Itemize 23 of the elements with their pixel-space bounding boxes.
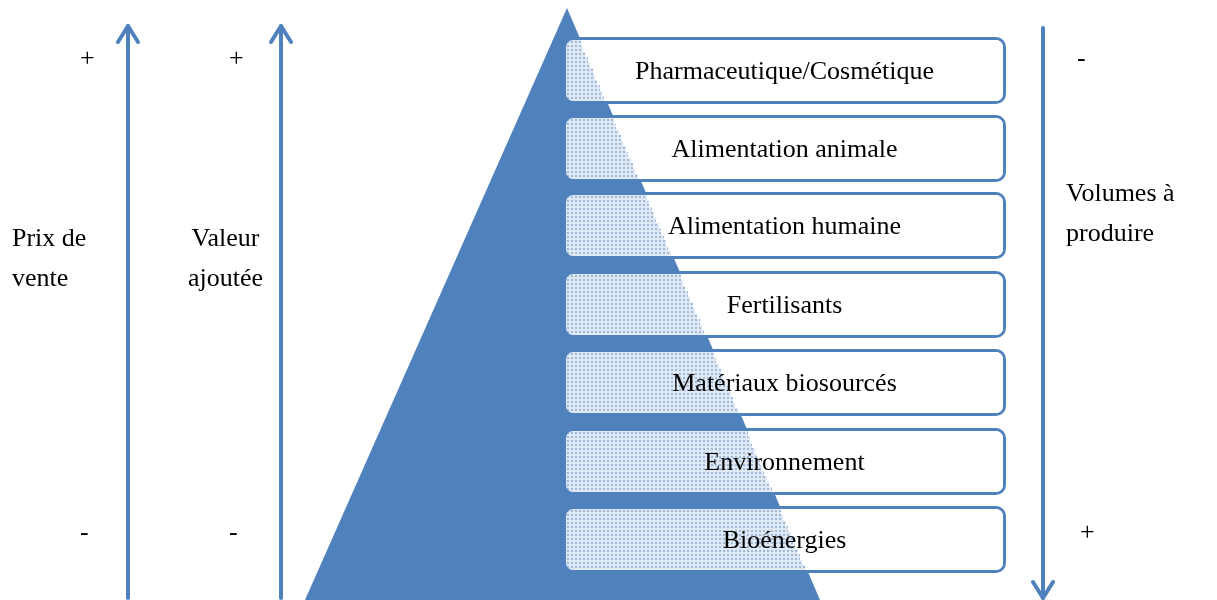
category-box	[563, 37, 1006, 104]
category-box	[563, 506, 1006, 573]
scale-sign: -	[229, 516, 238, 548]
scale-sign: -	[1077, 42, 1086, 74]
category-box	[563, 192, 1006, 259]
scale-sign: +	[1080, 516, 1095, 548]
category-label: Alimentation humaine	[667, 210, 902, 241]
axis-label: Volumes à produire	[1066, 177, 1176, 250]
category-label: Fertilisants	[726, 289, 843, 320]
category-box	[563, 349, 1006, 416]
category-label: Pharmaceutique/Cosmétique	[635, 55, 934, 86]
category-box	[563, 115, 1006, 182]
category-label: Environnement	[704, 446, 865, 477]
category-label: Alimentation animale	[671, 133, 898, 164]
scale-sign: +	[80, 42, 95, 74]
category-box	[563, 271, 1006, 338]
category-label: Matériaux biosourcés	[672, 367, 897, 398]
category-box	[563, 428, 1006, 495]
axis-label: Valeur ajoutée	[186, 222, 265, 295]
scale-sign: -	[80, 516, 89, 548]
axis-label: Prix de vente	[12, 222, 88, 295]
category-label: Bioénergies	[722, 524, 847, 555]
scale-sign: +	[229, 42, 244, 74]
